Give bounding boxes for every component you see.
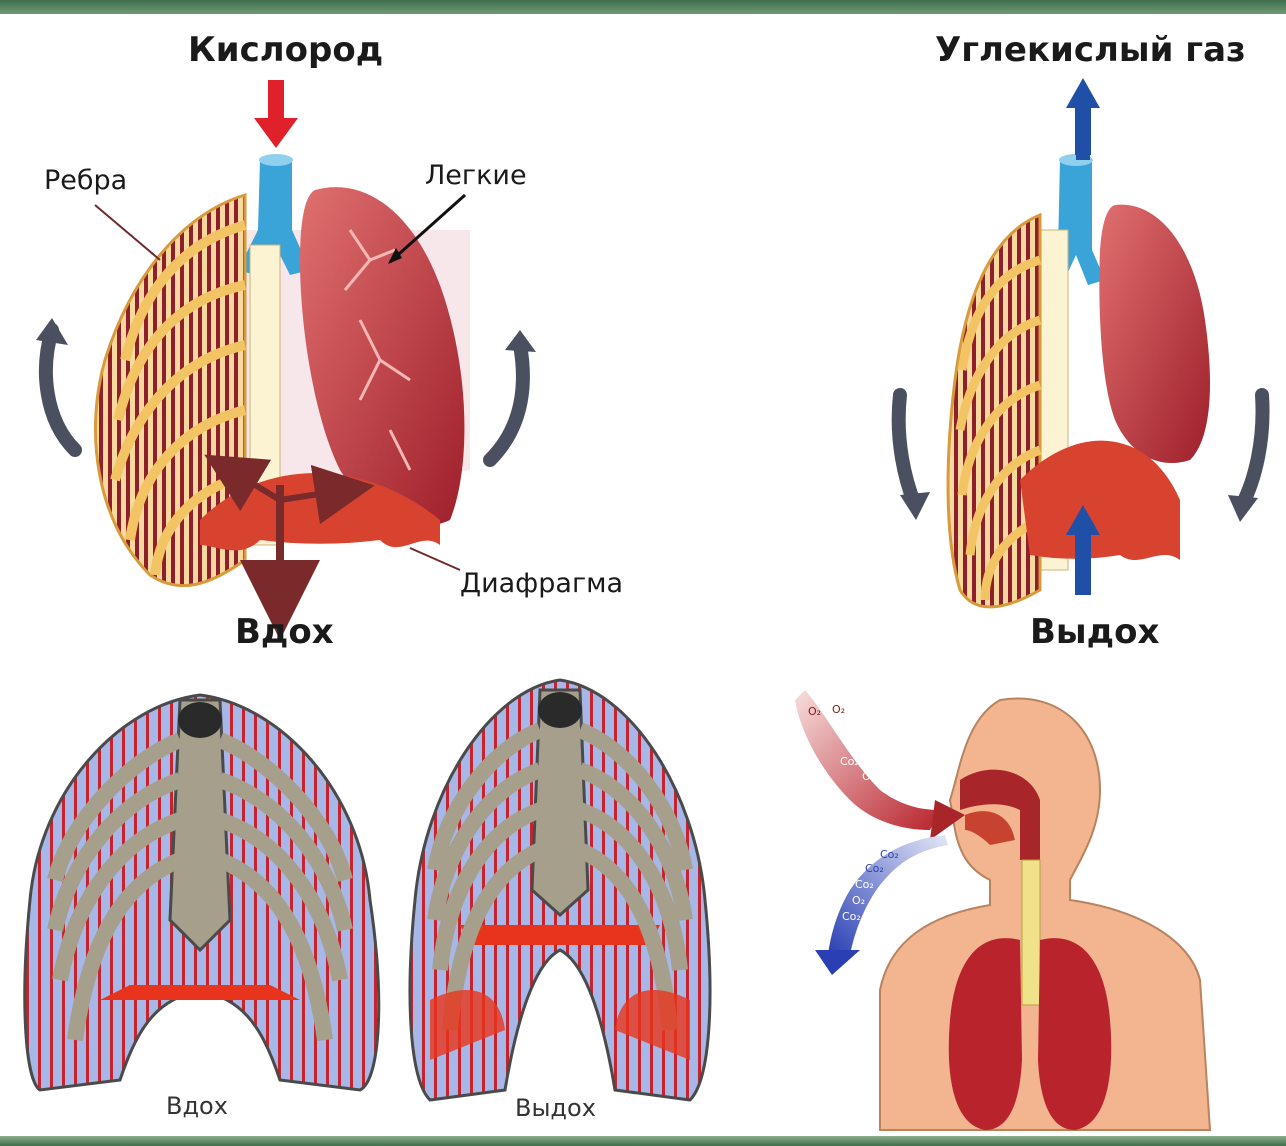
oxygen-label: Кислород	[188, 30, 383, 70]
exhale-caption: Выдох	[515, 1094, 596, 1122]
rib-expand-arrow-right	[490, 345, 523, 460]
inhale-caption: Вдох	[166, 1092, 228, 1120]
inhale-torso	[36, 80, 536, 600]
gas-out-5: Co₂	[842, 910, 861, 923]
rib-expand-arrow-left	[46, 330, 75, 450]
trachea-column	[1022, 860, 1040, 1005]
co2-label: Углекислый газ	[935, 30, 1246, 70]
diaphragm-label: Диафрагма	[460, 568, 623, 599]
gas-in-1: O₂	[808, 705, 821, 718]
gas-in-2: O₂	[832, 703, 845, 716]
gas-in-5: O₂	[885, 780, 898, 793]
rib-contract-arrow-left	[899, 395, 915, 505]
ribs-label: Ребра	[44, 165, 127, 196]
gas-out-1: Co₂	[880, 848, 899, 861]
lungs-label: Легкие	[425, 160, 527, 191]
rib-contract-arrow-right	[1242, 395, 1263, 505]
gas-in-3: Co₂	[840, 755, 859, 768]
exhale-title: Выдох	[1030, 612, 1159, 652]
gas-out-3: Co₂	[855, 878, 874, 891]
gas-out-2: Co₂	[865, 862, 884, 875]
lung-exhale	[1099, 205, 1210, 463]
inhale-title: Вдох	[235, 612, 334, 652]
gas-in-4: O₂	[862, 770, 875, 783]
gas-out-4: O₂	[852, 894, 865, 907]
co2-up-arrow	[1075, 105, 1091, 155]
rib-cage-inhale-front	[25, 695, 379, 1090]
rib-cage-exhale-front	[410, 680, 710, 1100]
oxygen-down-arrow	[254, 80, 298, 148]
exhale-torso	[899, 78, 1263, 607]
gas-in-6: O₂	[905, 790, 918, 803]
